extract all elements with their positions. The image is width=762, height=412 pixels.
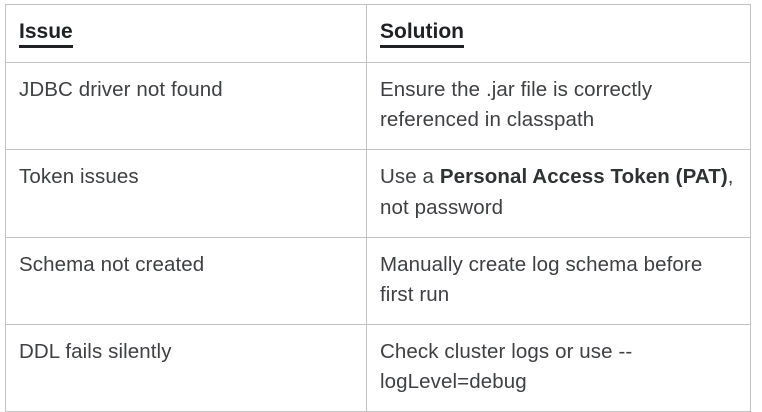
table-header-row: Issue Solution [5,3,751,64]
column-header-solution-label: Solution [380,20,464,49]
cell-issue: Schema not created [5,236,367,325]
cell-issue-text: DDL fails silently [19,339,172,363]
cell-issue: Token issues [5,149,367,238]
cell-solution-text: Check cluster logs or use --logLevel=deb… [380,339,633,394]
cell-issue: DDL fails silently [5,323,367,412]
cell-solution-text: Ensure the .jar file is correctly refere… [380,78,653,132]
cell-issue: JDBC driver not found [5,62,367,151]
cell-issue-text: Token issues [19,165,139,189]
cell-solution: Use a Personal Access Token (PAT), not p… [366,149,751,238]
table-row: JDBC driver not found Ensure the .jar fi… [5,62,751,151]
cell-issue-text: JDBC driver not found [19,78,223,102]
column-header-solution: Solution [366,3,751,64]
cell-issue-text: Schema not created [19,252,205,276]
table-row: Token issues Use a Personal Access Token… [5,149,751,238]
issue-solution-table-container: Issue Solution JDBC driver not found Ens… [5,3,751,412]
table-header: Issue Solution [5,3,751,64]
cell-solution: Check cluster logs or use --logLevel=deb… [366,323,751,412]
column-header-issue-label: Issue [19,20,73,49]
column-header-issue: Issue [5,3,367,64]
issue-solution-table: Issue Solution JDBC driver not found Ens… [5,3,751,412]
cell-solution-text: Manually create log schema before first … [380,252,703,306]
cell-solution: Manually create log schema before first … [366,236,751,325]
page-root: Issue Solution JDBC driver not found Ens… [5,3,751,412]
cell-solution-text: Use a Personal Access Token (PAT), not p… [380,165,734,219]
cell-solution: Ensure the .jar file is correctly refere… [366,62,751,151]
table-row: Schema not created Manually create log s… [5,236,751,325]
table-row: DDL fails silently Check cluster logs or… [5,323,751,412]
table-body: JDBC driver not found Ensure the .jar fi… [5,62,751,412]
